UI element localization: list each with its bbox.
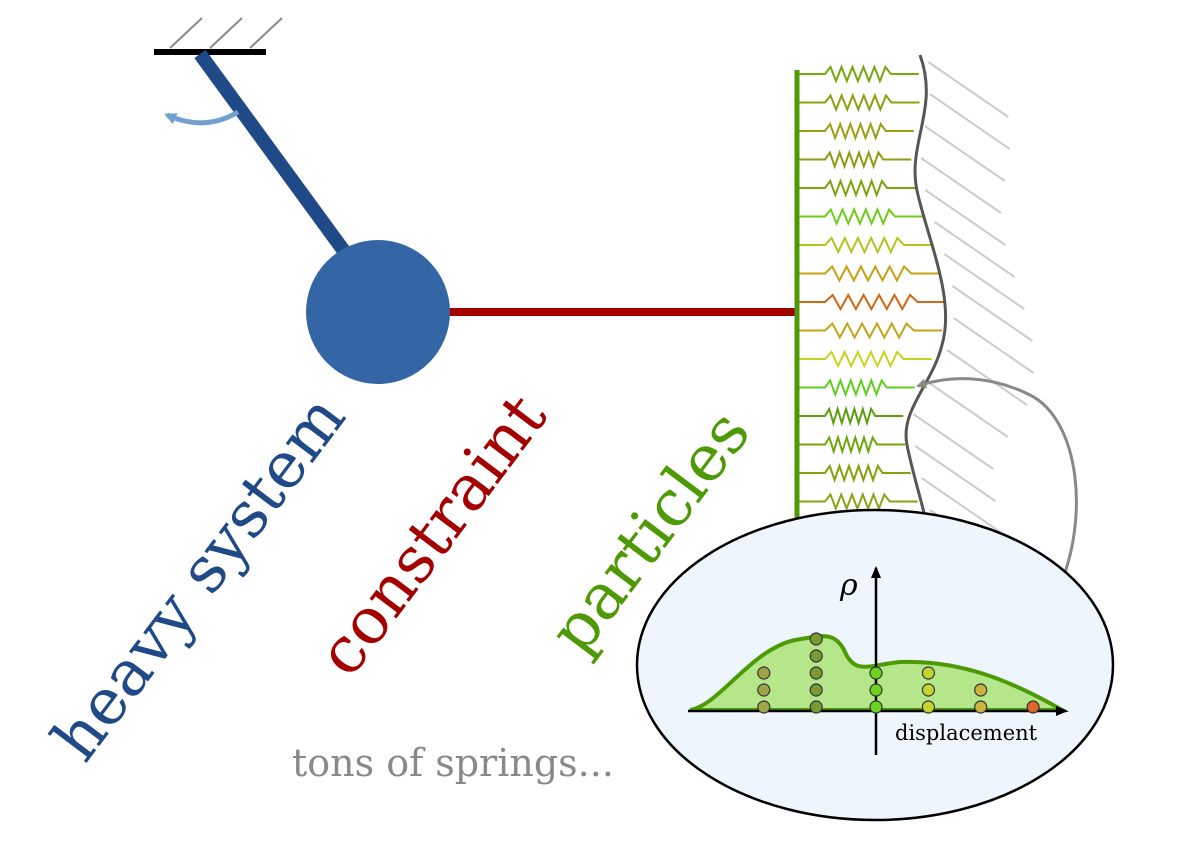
hatch-line: [924, 189, 1006, 246]
particle-dot: [869, 666, 883, 680]
wavy-wall: [904, 54, 948, 561]
hatch-line: [953, 317, 1035, 374]
spring: [799, 292, 946, 312]
particle-dot: [974, 683, 988, 697]
hatch-line: [934, 221, 1016, 278]
hatch-line: [920, 157, 1002, 214]
heavy-mass: [306, 240, 450, 384]
particle-dot: [757, 700, 771, 714]
particle-dot: [974, 700, 988, 714]
spring: [799, 206, 923, 227]
spring: [799, 462, 911, 484]
particle-dots: [757, 632, 1040, 714]
particle-dot: [809, 683, 823, 697]
spring: [799, 235, 932, 255]
particle-dot: [869, 683, 883, 697]
hatch-line: [912, 413, 994, 470]
hatch-line: [927, 381, 1009, 438]
hatch-line: [946, 349, 1028, 406]
spring: [799, 434, 905, 455]
hatch-line: [951, 285, 1034, 342]
spring: [799, 349, 932, 369]
spring: [799, 178, 916, 198]
particle-dot: [809, 666, 823, 680]
particle-dot: [921, 683, 936, 697]
hatch-line: [943, 253, 1025, 310]
spring: [799, 377, 915, 398]
springs-note: tons of springs...: [292, 741, 614, 785]
hatch-line: [921, 477, 1003, 534]
particle-dot: [921, 700, 936, 714]
spring: [799, 121, 914, 141]
spring-array: [799, 64, 946, 540]
particle-dot: [809, 632, 823, 646]
particle-dot: [757, 683, 771, 697]
hatch-line: [914, 445, 996, 502]
pivot-support: [154, 17, 283, 55]
pendulum-rod: [194, 49, 358, 267]
spring: [799, 92, 920, 113]
spring: [799, 64, 919, 84]
spring: [799, 405, 904, 427]
hatch-line: [929, 93, 1011, 150]
particle-dot: [921, 666, 936, 680]
particle-dot: [809, 649, 823, 663]
particle-dot: [757, 666, 771, 680]
particle-dot: [869, 700, 883, 714]
spring: [799, 491, 918, 512]
spring: [799, 264, 940, 283]
spring: [799, 149, 912, 170]
zoom-arrow-icon: [916, 377, 1078, 591]
x-axis-label: displacement: [895, 721, 1038, 745]
hatch-line: [927, 61, 1009, 118]
rotation-arrow-icon: [164, 109, 240, 126]
heavy-system-label: heavy system: [39, 382, 361, 775]
hatch-line: [924, 125, 1006, 182]
spring: [799, 321, 942, 340]
particle-dot: [1026, 700, 1040, 714]
y-axis-label: ρ: [839, 568, 858, 603]
particle-dot: [809, 700, 823, 714]
